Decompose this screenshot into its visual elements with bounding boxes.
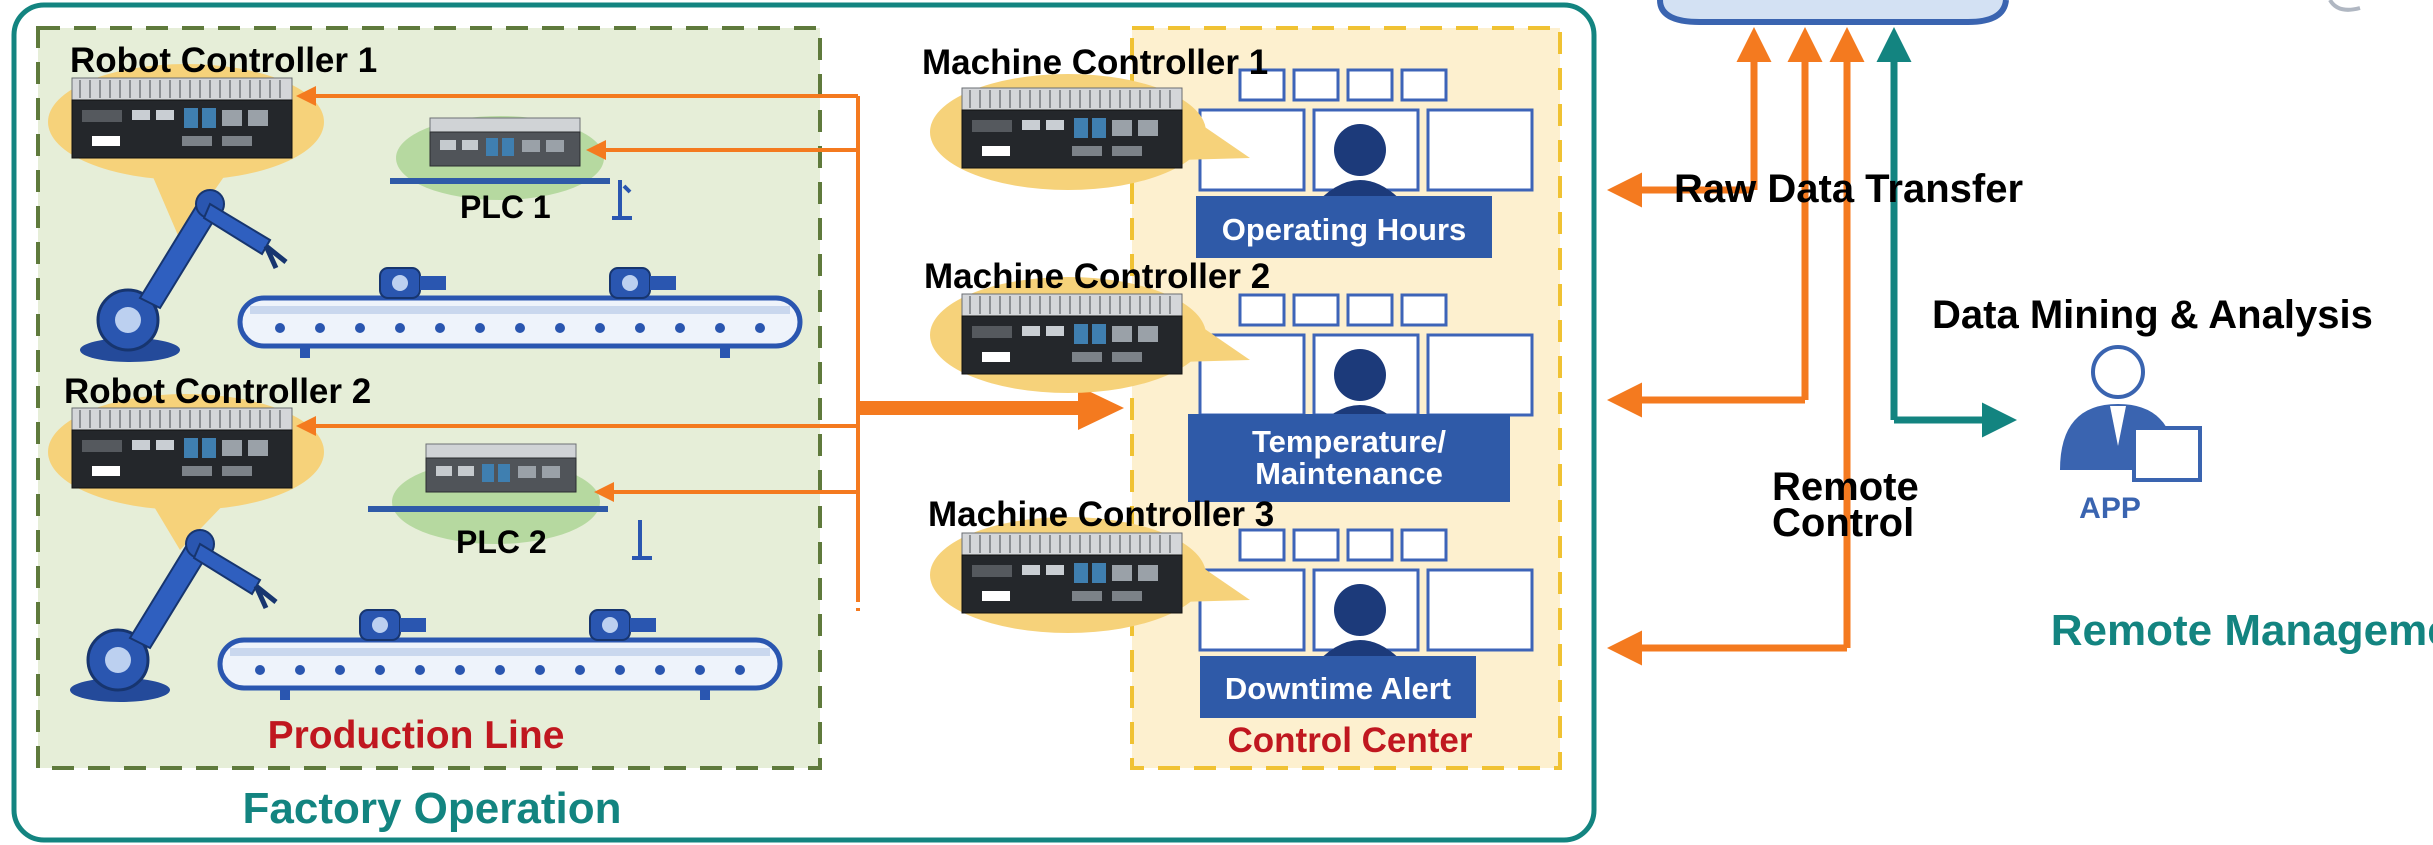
production-line-title: Production Line xyxy=(268,714,565,757)
main-link-arrowhead xyxy=(1078,386,1124,430)
app-label: APP xyxy=(2079,492,2141,525)
cloud-edge xyxy=(1657,0,2009,25)
cloud-edge-right xyxy=(2328,0,2361,12)
maintenance-text: Maintenance xyxy=(1255,456,1443,491)
operating-hours-text: Operating Hours xyxy=(1222,212,1467,247)
controller-links xyxy=(296,86,860,600)
robot-controller-2-label: Robot Controller 2 xyxy=(64,372,371,411)
status-panel-operating-hours xyxy=(1196,196,1492,258)
robot-controller-1-device xyxy=(71,77,293,159)
machine-controller-1-label: Machine Controller 1 xyxy=(922,43,1268,82)
raw-data-transfer-label: Raw Data Transfer xyxy=(1674,167,2023,211)
plc-2-label: PLC 2 xyxy=(456,524,547,560)
robot-controller-2-device xyxy=(71,407,293,489)
machine-controller-2-label: Machine Controller 2 xyxy=(924,257,1270,296)
machine-controller-3-label: Machine Controller 3 xyxy=(928,495,1274,534)
data-mining-label: Data Mining & Analysis xyxy=(1932,293,2373,337)
remote-links xyxy=(1607,27,2017,666)
remote-control-label-line1: Remote xyxy=(1772,465,1919,509)
control-center-title: Control Center xyxy=(1228,721,1473,760)
remote-control-label-line2: Control xyxy=(1772,501,1914,545)
factory-operation-title: Factory Operation xyxy=(243,784,622,833)
machine-controller-3-device xyxy=(961,532,1183,614)
temperature-text: Temperature/ xyxy=(1252,424,1446,459)
remote-management-title: Remote Management xyxy=(2051,606,2433,655)
machine-controller-1-device xyxy=(961,87,1183,169)
robot-controller-1-label: Robot Controller 1 xyxy=(70,41,377,80)
app-user-icon xyxy=(2060,345,2202,482)
plc-1-label: PLC 1 xyxy=(460,189,551,225)
plc-2-device xyxy=(425,443,577,493)
downtime-alert-text: Downtime Alert xyxy=(1225,671,1451,706)
plc-1-device xyxy=(429,117,581,167)
status-panel-temperature-maintenance xyxy=(1188,414,1510,502)
status-panel-downtime-alert xyxy=(1200,656,1476,718)
machine-controller-2-device xyxy=(961,293,1183,375)
